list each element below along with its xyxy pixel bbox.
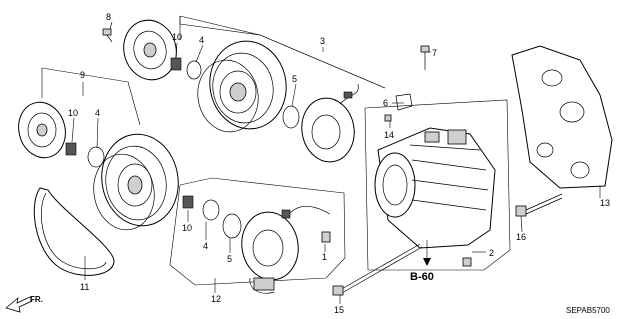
shim-10-lower (182, 195, 194, 209)
clutch-plate-left (18, 101, 66, 159)
front-direction-arrow: FR. (5, 295, 43, 313)
snap-ring-4-left (87, 146, 105, 168)
bolt-8 (102, 28, 113, 43)
snap-ring-4-lower (202, 199, 220, 221)
compressor-body (374, 127, 496, 249)
callout-1: 1 (322, 252, 327, 262)
clutch-plate-upper (123, 19, 177, 81)
callout-5-lower: 5 (227, 254, 232, 264)
callout-6: 6 (383, 98, 388, 108)
bolt-16 (515, 193, 563, 217)
leader-lines (71, 21, 601, 304)
callout-15: 15 (334, 305, 344, 315)
bolt-14 (384, 114, 392, 122)
callouts: 8 10 4 3 5 9 10 4 11 10 4 5 1 12 6 7 14 … (68, 12, 610, 315)
callout-4-upper: 4 (199, 35, 204, 45)
callout-4-left: 4 (95, 108, 100, 118)
shim-10-left (65, 142, 77, 156)
field-coil-lower (241, 205, 331, 294)
callout-14: 14 (384, 130, 394, 140)
callout-2: 2 (489, 248, 494, 258)
direction-label: FR. (30, 295, 43, 304)
callout-3: 3 (320, 36, 325, 46)
callout-10-upper: 10 (172, 32, 182, 42)
reference-label: B-60 (410, 271, 434, 283)
callout-4-lower: 4 (203, 241, 208, 251)
snap-ring-5-upper (282, 105, 300, 129)
callout-10-lower: 10 (182, 223, 192, 233)
callout-9: 9 (80, 70, 85, 80)
pulley-left (93, 133, 179, 231)
callout-12: 12 (211, 294, 221, 304)
callout-13: 13 (600, 198, 610, 208)
drive-belt-11 (33, 187, 115, 276)
callout-5-upper: 5 (292, 74, 297, 84)
group-box-compressor (364, 99, 511, 271)
snap-ring-5-lower (222, 213, 242, 239)
callout-8: 8 (106, 12, 111, 22)
callout-7: 7 (432, 48, 437, 58)
bracket-6 (395, 93, 413, 111)
shim-10-upper (170, 57, 182, 71)
pulley-upper (197, 40, 287, 133)
snap-ring-4-upper (186, 60, 202, 80)
callout-10-left: 10 (68, 108, 78, 118)
bolt-7 (420, 45, 430, 70)
field-coil-upper (301, 83, 359, 163)
group-bracket-12 (169, 177, 346, 286)
reference-b60: B-60 (410, 240, 434, 283)
long-bolt-15 (332, 243, 423, 296)
group-bracket-9 (41, 67, 141, 126)
group-bracket-3 (179, 15, 386, 89)
diagram-code: SEPAB5700 (566, 306, 610, 315)
bolt-2 (462, 257, 472, 267)
connector-1 (321, 231, 331, 243)
callout-11: 11 (80, 282, 89, 292)
mounting-bracket-13 (511, 45, 613, 189)
callout-16: 16 (516, 232, 526, 242)
